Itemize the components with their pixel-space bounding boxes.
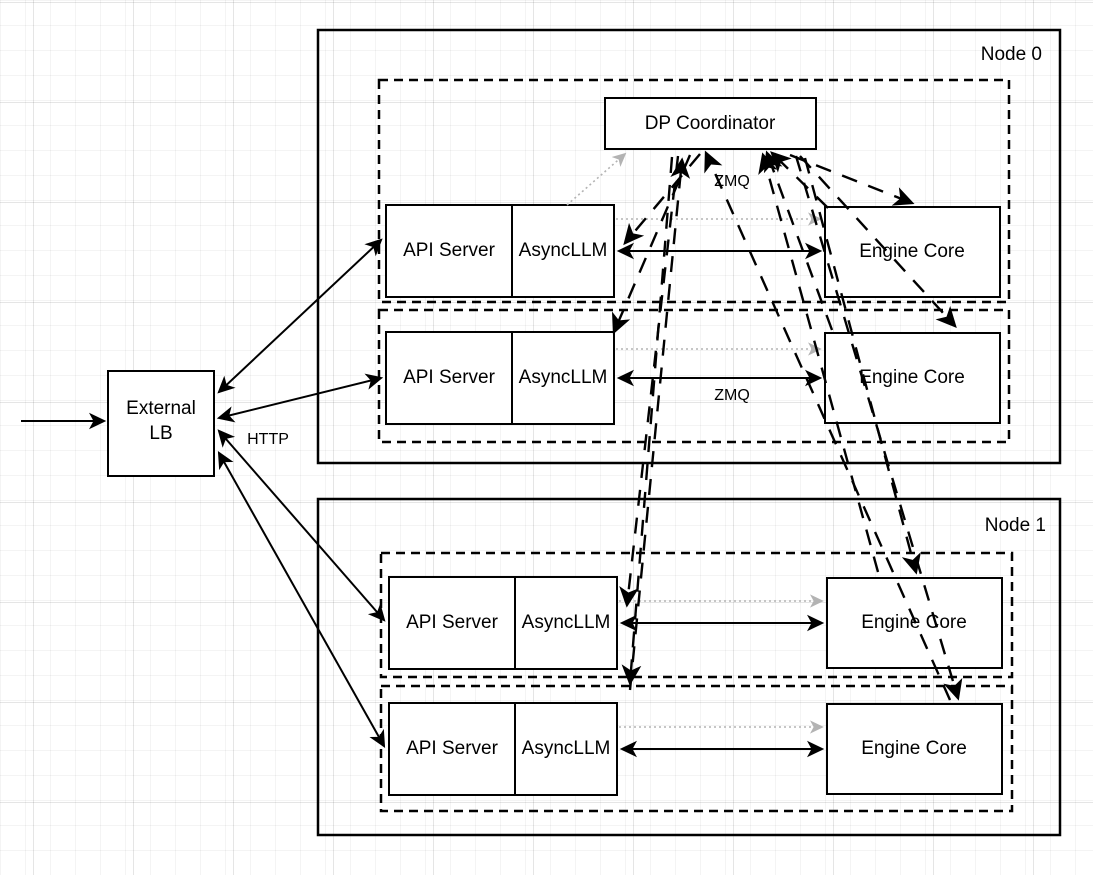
zmq-label-top: ZMQ: [714, 173, 750, 190]
dashed-edge-n1r1-core-to-coordinator: [704, 150, 952, 701]
n0r1-engine-core-label: Engine Core: [859, 367, 965, 388]
dashed-edge-coordinator-to-n1r1-core: [794, 155, 963, 701]
n1r1-engine-core-box[interactable]: [826, 703, 1003, 795]
dotted-edge-asyncllm-to-coordinator: [566, 152, 627, 206]
dashed-edge-n0r0-core-to-coordinator: [770, 151, 829, 209]
n1r0-api-server-box[interactable]: [388, 576, 618, 670]
n0r0-engine-core-box[interactable]: [824, 206, 1001, 298]
n1r1-async-llm-label: AsyncLLM: [522, 738, 611, 759]
n0r0-api-server-label: API Server: [403, 240, 496, 261]
dashed-edge-n1r0-asyncllm-to-coordinator: [628, 157, 691, 691]
dp-coordinator-box[interactable]: [604, 97, 817, 150]
n0r1-api-server-box[interactable]: [385, 331, 615, 425]
node-1-rank-1-frame: [379, 684, 1014, 813]
dashed-edge-n0r1-core-to-coordinator: [763, 150, 834, 331]
dashed-edge-coordinator-to-n1r0-asyncllm: [619, 155, 680, 608]
node-0-rank-0-frame: [377, 78, 1011, 304]
n0r0-engine-core-label: Engine Core: [859, 241, 965, 262]
http-edge-lb-n0r1: [216, 373, 384, 423]
n1r0-engine-core-label: Engine Core: [861, 612, 967, 633]
dashed-edge-coordinator-to-n1r1-asyncllm: [621, 156, 674, 686]
dashed-edge-coordinator-to-n1r0-core: [803, 157, 921, 575]
node-1-label: Node 1: [985, 515, 1046, 536]
http-label: HTTP: [247, 431, 289, 448]
http-edge-lb-n1r1: [217, 451, 386, 748]
dashed-edge-coordinator-to-n0r0-asyncllm: [623, 153, 701, 246]
zmq-label-bottom: ZMQ: [714, 387, 750, 404]
http-edge-lb-n1r0: [217, 429, 386, 622]
dashed-edge-coordinator-to-n0r1-core: [799, 155, 957, 328]
external-lb-label-line2: LB: [149, 423, 172, 444]
http-edge-lb-n0r0: [217, 238, 383, 394]
n1r0-async-llm-label: AsyncLLM: [522, 612, 611, 633]
dashed-edge-coordinator-to-n0r0-core: [789, 153, 915, 206]
dashed-edge-coordinator-to-n0r1-asyncllm: [612, 154, 692, 335]
n1r1-engine-core-label: Engine Core: [861, 738, 967, 759]
n1r1-api-server-box[interactable]: [388, 702, 618, 796]
n0r0-async-llm-label: AsyncLLM: [519, 240, 608, 261]
n0r1-async-llm-label: AsyncLLM: [519, 367, 608, 388]
dp-coordinator-label: DP Coordinator: [645, 113, 776, 134]
n1r1-api-server-label: API Server: [406, 738, 499, 759]
external-lb-label-line1: External: [126, 398, 196, 419]
external-lb-box[interactable]: [107, 370, 215, 477]
node-0-label: Node 0: [981, 44, 1042, 65]
n1r0-api-server-label: API Server: [406, 612, 499, 633]
n0r0-api-server-box[interactable]: [385, 204, 615, 298]
n0r1-api-server-label: API Server: [403, 367, 496, 388]
